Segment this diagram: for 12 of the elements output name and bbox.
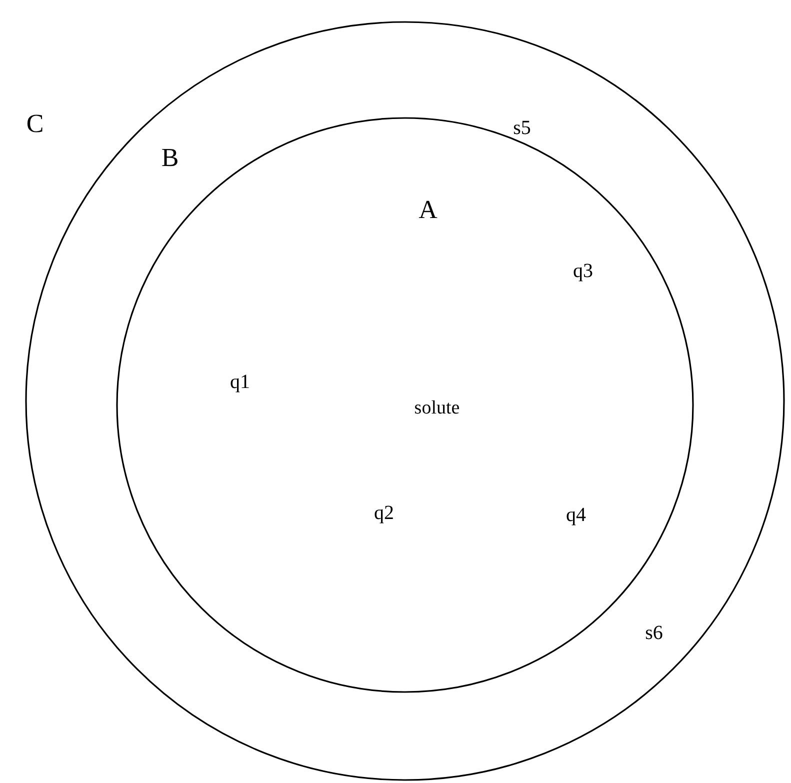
region-label: q4	[566, 505, 586, 525]
region-label: q2	[374, 503, 394, 523]
region-label: s5	[513, 118, 531, 138]
region-label: q3	[573, 261, 593, 281]
region-label: C	[26, 111, 44, 137]
region-label: B	[161, 145, 179, 171]
region-label: A	[418, 197, 438, 223]
region-label: solute	[414, 398, 460, 418]
circle-region	[117, 118, 693, 692]
region-label: q1	[230, 372, 250, 392]
region-label: s6	[645, 623, 663, 643]
circle-region	[26, 22, 784, 780]
